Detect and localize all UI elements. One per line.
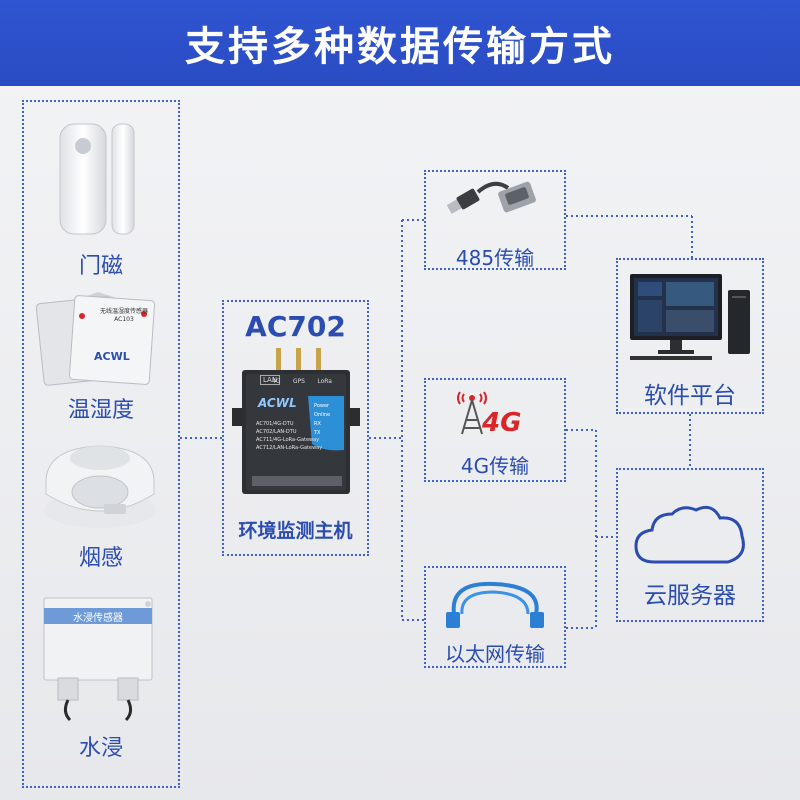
antenna-label-lora: LoRa — [317, 378, 332, 385]
sensors-panel — [22, 100, 180, 788]
sensor-label-door: 门磁 — [78, 254, 123, 279]
door-sensor-icon — [52, 118, 152, 244]
host-brand: ACWL — [258, 396, 297, 410]
host-model-line: AC711/4G-LoRa-Gateway — [256, 437, 320, 443]
sensor-label-smoke: 烟感 — [78, 546, 123, 571]
led-label: Power — [314, 403, 330, 409]
led-label: TX — [314, 430, 321, 436]
temp-humidity-sensor-icon: ACWL 无线温湿度传感器 AC103 — [32, 286, 160, 386]
computer-icon — [630, 270, 754, 362]
transmission-label-485: 485传输 — [455, 246, 535, 270]
software-platform-panel — [616, 258, 764, 414]
page-title: 支持多种数据传输方式 — [185, 24, 615, 70]
host-model-line: AC712/LAN-LoRa-Gateway — [256, 445, 323, 451]
host-panel — [222, 300, 369, 556]
host-antenna-labels: 4G GPS LoRa — [272, 378, 332, 385]
transmission-label-4g: 4G传输 — [460, 454, 530, 478]
4g-badge: 4G — [482, 408, 522, 438]
cloud-icon — [632, 502, 748, 568]
sensor-label-temp-humidity: 温湿度 — [67, 398, 134, 423]
host-device-icon: LAN 4G GPS LoRa ACWL AC701/4G-DTU AC702/… — [232, 348, 360, 508]
title-banner: 支持多种数据传输方式 — [0, 0, 800, 86]
smoke-detector-icon — [40, 432, 160, 532]
transmission-label-ethernet: 以太网传输 — [445, 642, 545, 666]
serial-cable-icon — [444, 174, 548, 224]
host-port-label: LAN — [260, 375, 281, 385]
platform-label-software: 软件平台 — [644, 383, 736, 409]
sensor-label-water: 水浸 — [78, 736, 123, 761]
transmission-ethernet-panel — [424, 566, 566, 668]
transmission-485-panel — [424, 170, 566, 270]
sensor-model-text: 无线温湿度传感器 AC103 — [99, 308, 148, 323]
host-model-list: AC701/4G-DTU AC702/LAN-DTU AC711/4G-LoRa… — [256, 420, 322, 452]
water-sensor-name-text: 水浸传感器 — [73, 613, 123, 624]
water-leak-sensor-icon: 水浸传感器 — [36, 594, 160, 722]
host-model: AC702 — [245, 310, 346, 343]
4g-signal-icon: 4G — [454, 388, 536, 438]
cloud-server-panel — [616, 468, 764, 622]
sensor-brand-text: ACWL — [94, 350, 130, 363]
host-model-line: AC702/LAN-DTU — [256, 429, 297, 435]
host-model-line: AC701/4G-DTU — [256, 421, 294, 427]
antenna-label-4g: 4G — [272, 378, 281, 385]
transmission-4g-panel — [424, 378, 566, 482]
host-name: 环境监测主机 — [238, 520, 353, 542]
ethernet-cable-icon — [440, 574, 550, 632]
platform-label-cloud: 云服务器 — [644, 583, 736, 609]
host-led-labels: Power Online RX TX — [314, 402, 330, 438]
led-label: RX — [314, 421, 321, 427]
led-label: Online — [314, 412, 331, 418]
antenna-label-gps: GPS — [292, 378, 305, 385]
